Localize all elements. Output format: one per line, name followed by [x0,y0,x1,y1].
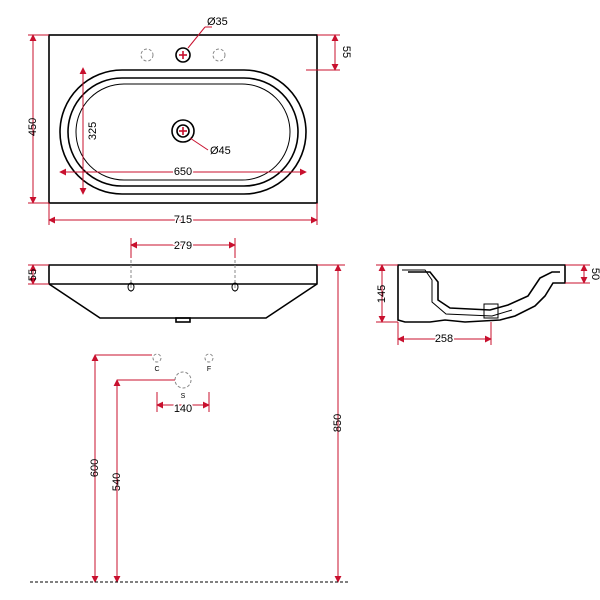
bowl-inner-lip [75,83,291,181]
waste-point [174,371,192,389]
overall-depth-label: 450 [27,118,39,136]
hole-spacing-label: 279 [174,240,192,252]
bowl-depth-label: 325 [87,122,99,140]
supply-spacing-label: 140 [174,403,192,415]
waste-label: S [181,393,186,400]
cold-supply-point [152,353,162,363]
drain-outlet-front [175,317,191,323]
basin-outline-front [48,264,318,319]
tap-hole-diameter-label: Ø35 [207,16,228,28]
installation-view: C F S 140 600 540 850 [30,264,350,583]
bowl-width-label: 650 [174,166,192,178]
basin-outline-top [48,34,318,204]
side-height-label: 145 [376,285,388,303]
top-rim-label: 55 [340,46,352,58]
side-rim-label: 50 [589,268,600,280]
drain-inner [176,124,190,138]
drain-leader [189,137,209,151]
hot-supply-point [204,353,214,363]
side-view: 50 145 258 [376,264,600,347]
basin-height-label: 850 [332,414,344,432]
bowl-outer-rim [59,69,307,195]
cold-supply-label: C [154,366,159,373]
hot-supply-label: F [207,366,211,373]
drain-diameter-label: Ø45 [210,145,231,157]
basin-outline-side [397,264,566,323]
waste-height-label: 540 [111,473,123,491]
side-depth-label: 258 [435,333,453,345]
drain-outer [171,119,195,143]
tap-hole-leader [187,26,206,49]
tap-hole-right [212,48,226,62]
tap-hole-center [175,47,191,63]
tap-hole-left [140,48,154,62]
supply-height-label: 600 [89,459,101,477]
overall-width-label: 715 [174,214,192,226]
front-view: 279 55 [27,238,318,323]
side-overflow [483,303,499,319]
bowl-inner [67,77,299,187]
rim-height-label: 55 [27,269,39,281]
top-view: Ø35 Ø45 55 450 325 650 715 [27,16,352,228]
